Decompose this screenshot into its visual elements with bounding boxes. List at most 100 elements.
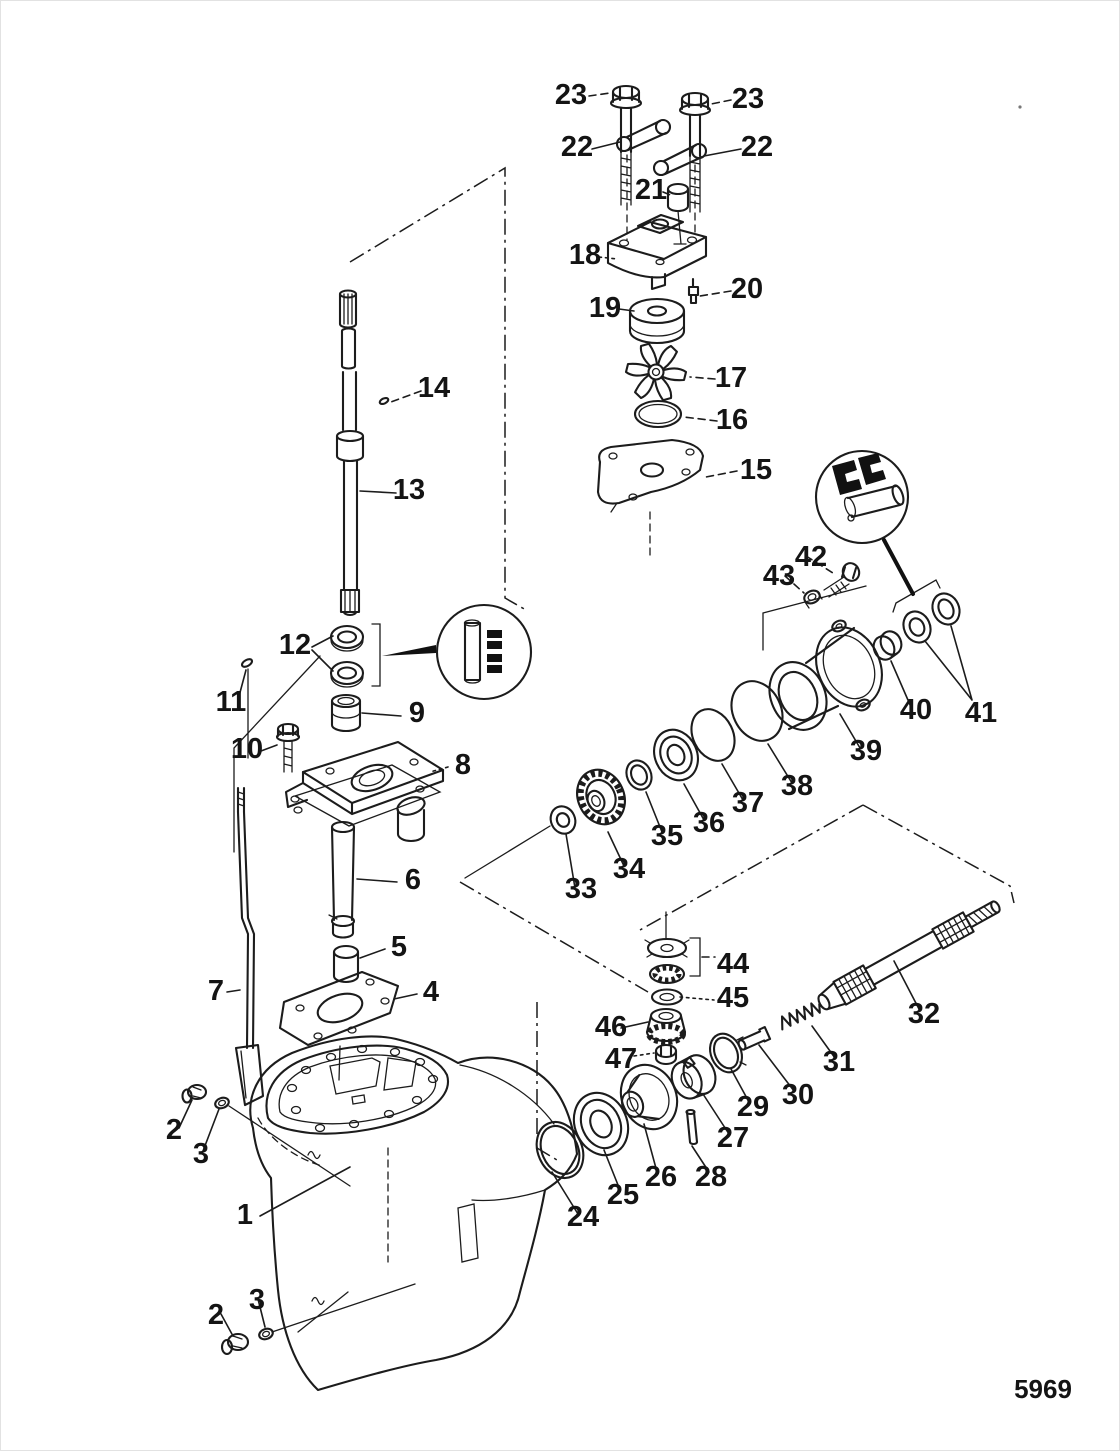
- callout-43: 43: [763, 560, 795, 592]
- part-16-oring: [633, 399, 683, 429]
- callout-23-left: 23: [555, 79, 587, 111]
- part-22-link-left: [615, 118, 672, 153]
- part-31-spring: [780, 1002, 821, 1031]
- part-3-washer-upper: [214, 1096, 351, 1187]
- callout-40: 40: [900, 694, 932, 726]
- part-12-seals: [329, 623, 381, 688]
- part-40-bushing: [872, 630, 903, 661]
- detail-circle-seals-left: [435, 603, 533, 701]
- callout-12: 12: [279, 629, 311, 661]
- part-22-link-right: [652, 142, 708, 177]
- callout-22-right: 22: [741, 131, 773, 163]
- part-7-shift-rod: [234, 786, 265, 1107]
- callout-6: 6: [405, 864, 421, 896]
- part-29-retainer-ring: [709, 1032, 747, 1074]
- callout-22-left: 22: [561, 131, 593, 163]
- callout-3-upper: 3: [193, 1138, 209, 1170]
- part-34-forward-gear: [576, 768, 626, 826]
- part-44-washers: [644, 911, 701, 985]
- part-11-pin: [240, 658, 254, 759]
- part-13-driveshaft: [335, 289, 365, 617]
- speck: [1018, 105, 1022, 109]
- part-3-washer-lower: [258, 1283, 416, 1341]
- part-43-nut: [803, 589, 823, 609]
- callout-17: 17: [715, 362, 747, 394]
- part-35-ring: [625, 759, 653, 791]
- part-28-pin: [685, 1108, 699, 1146]
- part-30-cross-pin: [737, 1026, 772, 1051]
- part-41-seals: [892, 579, 961, 644]
- part-2-plug-lower: [220, 1332, 250, 1356]
- callout-4: 4: [423, 976, 439, 1008]
- part-17-impeller: [624, 342, 688, 402]
- callout-35: 35: [651, 820, 683, 852]
- pump-studs: [626, 154, 696, 241]
- part-39-bearing-carrier: [768, 619, 883, 731]
- callout-34: 34: [613, 853, 645, 885]
- axis-line: [464, 825, 551, 879]
- callout-47: 47: [605, 1043, 637, 1075]
- leader-lines: [178, 92, 973, 1337]
- part-9-bushing: [330, 693, 362, 733]
- callout-45: 45: [717, 982, 749, 1014]
- callout-42: 42: [795, 541, 827, 573]
- part-20-fitting: [687, 277, 700, 305]
- part-4-gasket: [278, 970, 400, 1081]
- callout-31: 31: [823, 1046, 855, 1078]
- detail-arrow: [382, 645, 436, 656]
- callout-26: 26: [645, 1161, 677, 1193]
- callout-30: 30: [782, 1079, 814, 1111]
- callout-8: 8: [455, 749, 471, 781]
- part-42-screw: [823, 562, 861, 598]
- callout-32: 32: [908, 998, 940, 1030]
- callout-2-upper: 2: [166, 1114, 182, 1146]
- part-14-pin: [378, 396, 390, 406]
- part-38-oring: [730, 680, 784, 742]
- callout-19: 19: [589, 292, 621, 324]
- callout-25: 25: [607, 1179, 639, 1211]
- callout-3-lower: 3: [249, 1284, 265, 1316]
- callout-15: 15: [740, 454, 772, 486]
- callout-37: 37: [732, 787, 764, 819]
- part-8-seal-housing: [284, 740, 445, 843]
- callout-10: 10: [231, 733, 263, 765]
- callout-46: 46: [595, 1011, 627, 1043]
- part-18-pump-cover: [606, 213, 708, 291]
- part-10-bolt: [275, 722, 301, 773]
- part-15-pump-base-plate: [596, 438, 705, 561]
- callout-39: 39: [850, 735, 882, 767]
- part-46-pinion-gear: [645, 1007, 687, 1045]
- part-5-bushing: [332, 944, 360, 984]
- callout-41: 41: [965, 697, 997, 729]
- callout-16: 16: [716, 404, 748, 436]
- callout-20: 20: [731, 273, 763, 305]
- callout-5: 5: [391, 931, 407, 963]
- callout-29: 29: [737, 1091, 769, 1123]
- callout-24: 24: [567, 1201, 599, 1233]
- callout-38: 38: [781, 770, 813, 802]
- part-45-washer: [650, 988, 684, 1006]
- callout-33: 33: [565, 873, 597, 905]
- callout-36: 36: [693, 807, 725, 839]
- callout-13: 13: [393, 474, 425, 506]
- part-36-bearing: [653, 728, 699, 782]
- callout-44: 44: [717, 948, 749, 980]
- callout-23-right: 23: [732, 83, 764, 115]
- part-27-clutch-dog: [670, 1054, 717, 1100]
- callout-21: 21: [635, 174, 667, 206]
- part-32-propeller-shaft: [817, 900, 1001, 1011]
- callout-2-lower: 2: [208, 1299, 224, 1331]
- part-1-gear-housing: [249, 1035, 579, 1392]
- part-37-oring: [690, 708, 736, 762]
- callout-11: 11: [216, 686, 247, 718]
- callout-7: 7: [208, 975, 224, 1007]
- part-19-impeller-cup: [628, 297, 686, 345]
- figure-number: 5969: [1014, 1374, 1072, 1404]
- part-2-plug-upper: [181, 1083, 208, 1104]
- callout-9: 9: [409, 697, 425, 729]
- callout-18: 18: [569, 239, 601, 271]
- callout-14: 14: [418, 372, 450, 404]
- part-33-washer: [549, 805, 577, 835]
